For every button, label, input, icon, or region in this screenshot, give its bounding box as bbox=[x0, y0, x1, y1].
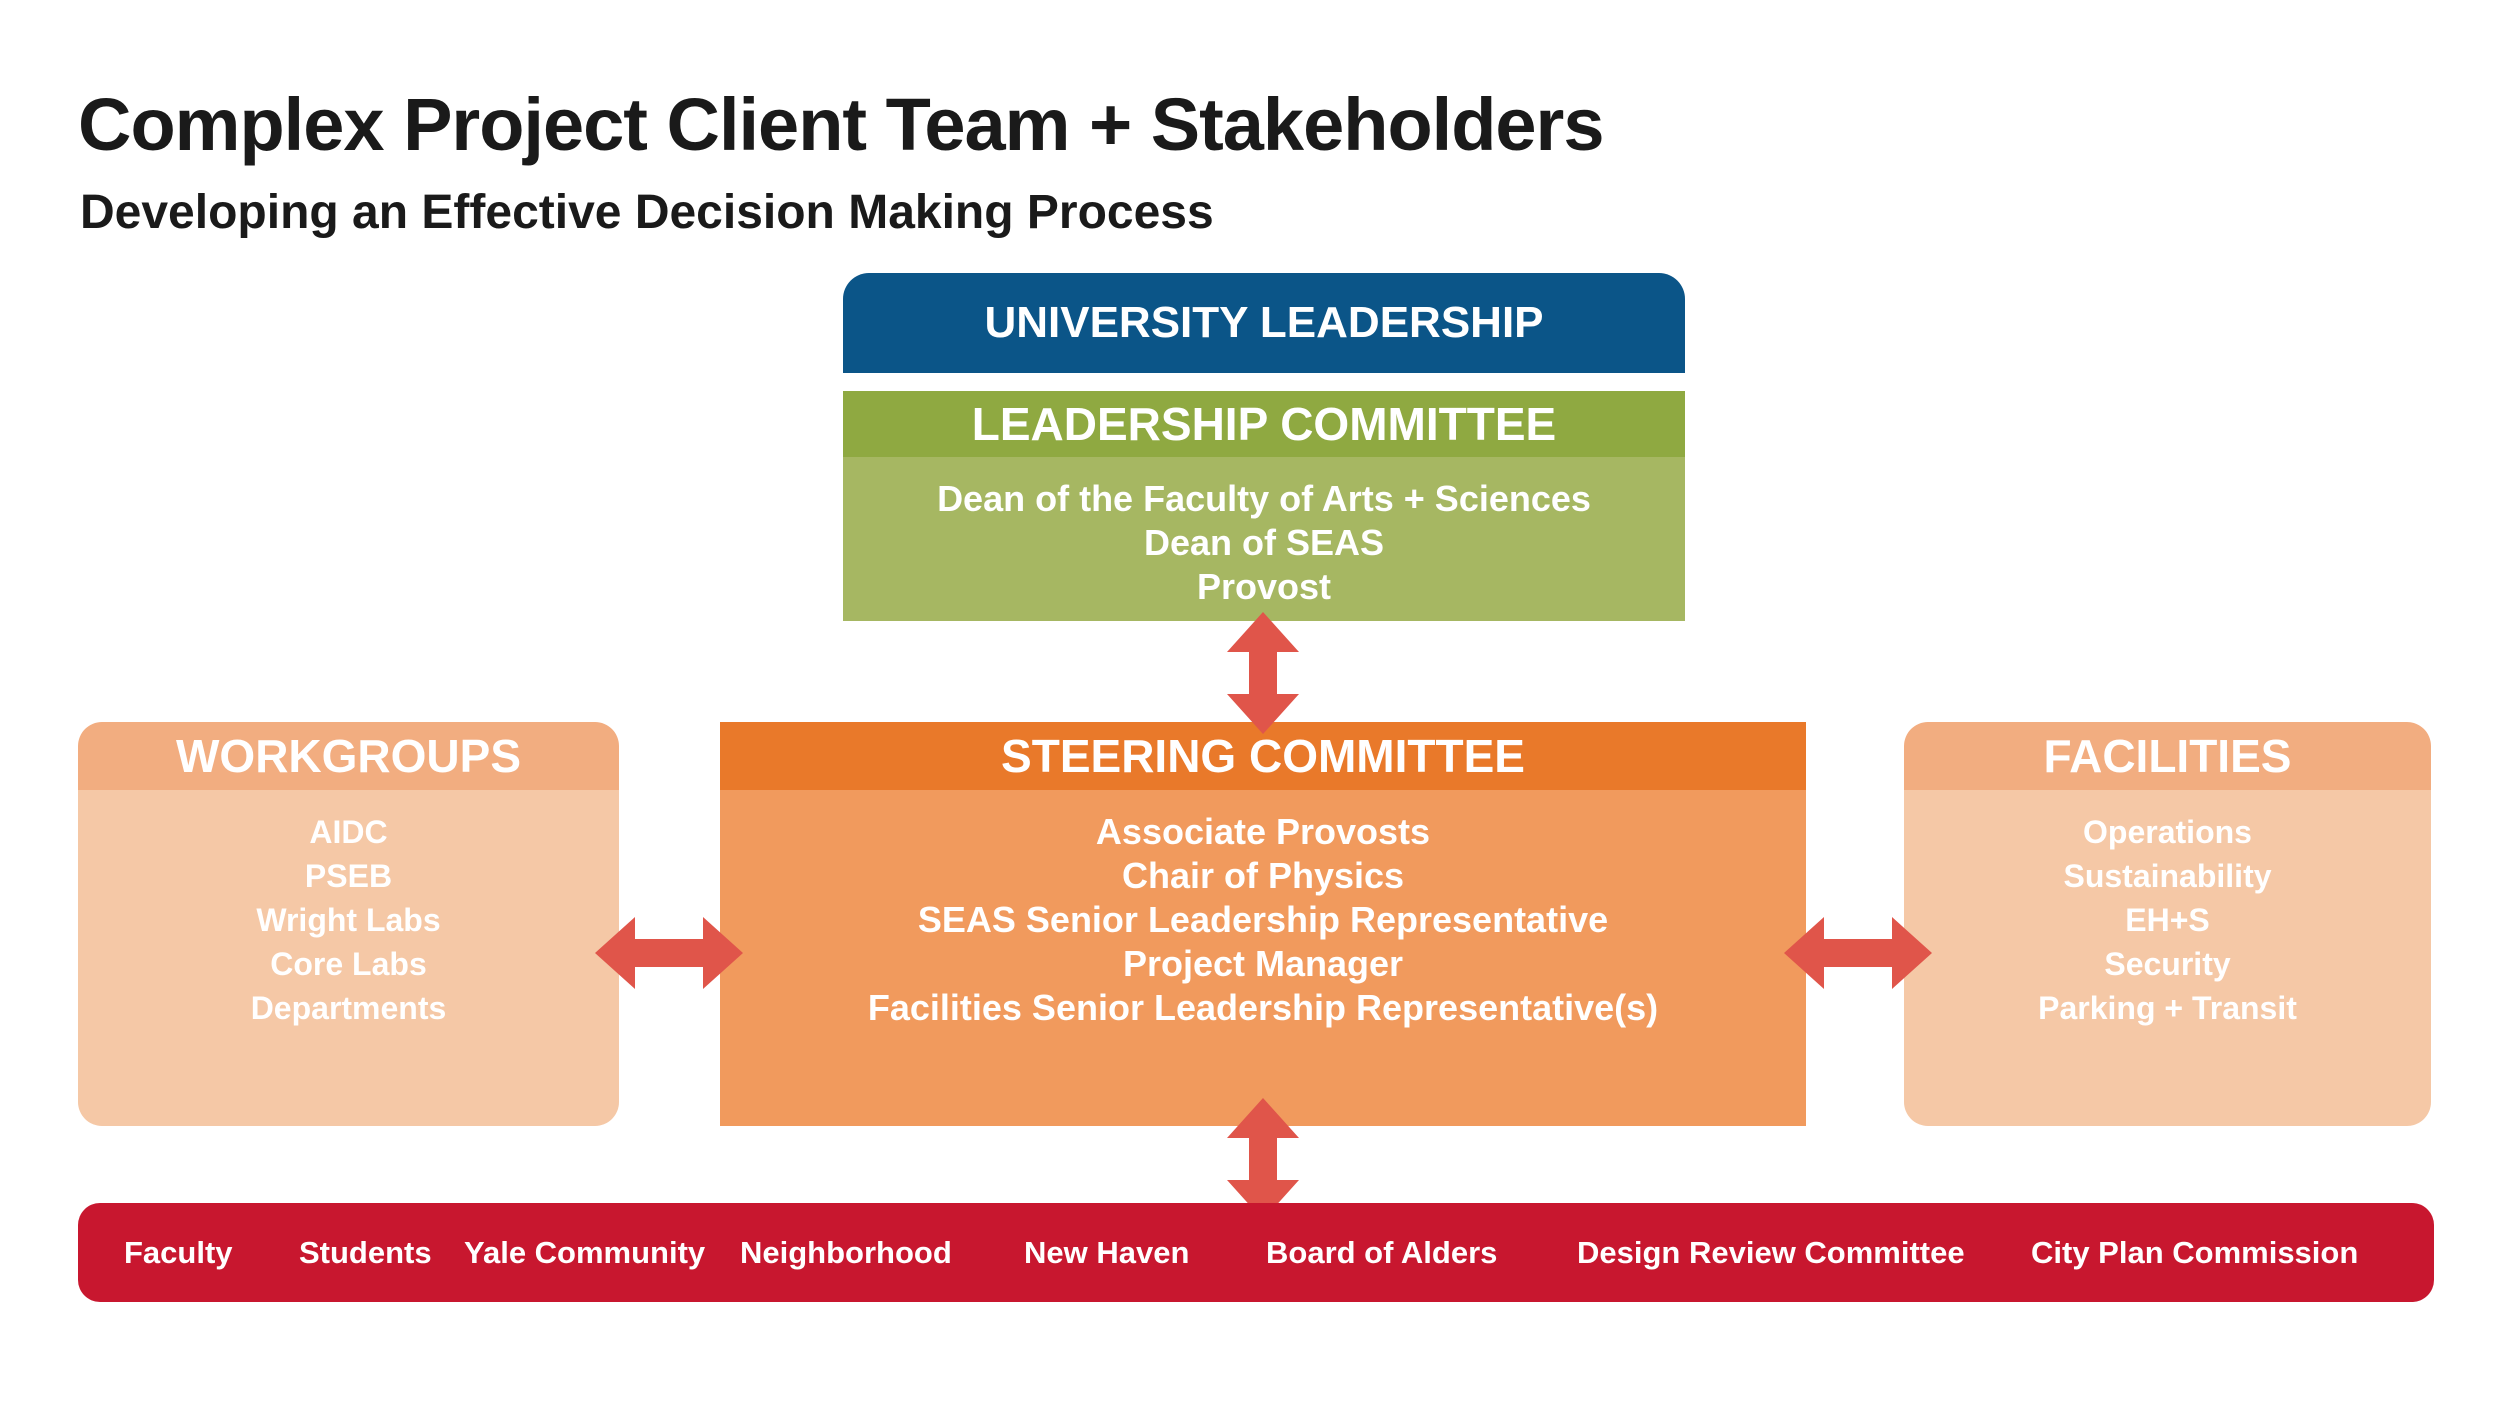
member-line: AIDC bbox=[309, 814, 388, 850]
stakeholder-item: Students bbox=[299, 1234, 432, 1270]
stakeholder-item: Design Review Committee bbox=[1577, 1234, 1965, 1270]
member-line: PSEB bbox=[304, 858, 393, 894]
member-line: Associate Provosts bbox=[1095, 811, 1431, 852]
stakeholder-bar: Faculty Students Yale Community Neighbor… bbox=[78, 1203, 2434, 1302]
leadership-committee-header: LEADERSHIP COMMITTEE bbox=[843, 391, 1685, 457]
member-line: Sustainability bbox=[2063, 858, 2272, 894]
stakeholder-item: Neighborhood bbox=[740, 1234, 952, 1270]
leadership-committee-members: Dean of the Faculty of Arts + Sciences D… bbox=[843, 457, 1685, 621]
member-line: Core Labs bbox=[270, 946, 427, 982]
member-line: Dean of SEAS bbox=[1143, 522, 1385, 563]
facilities-header: FACILITIES bbox=[1904, 722, 2431, 790]
member-line: Operations bbox=[2083, 814, 2252, 850]
university-leadership-label: UNIVERSITY LEADERSHIP bbox=[984, 298, 1544, 347]
stakeholder-item: Faculty bbox=[124, 1234, 233, 1270]
vertical-double-arrow-icon bbox=[1227, 612, 1299, 734]
university-leadership-box: UNIVERSITY LEADERSHIP bbox=[843, 273, 1685, 373]
stakeholder-item: New Haven bbox=[1024, 1234, 1190, 1270]
member-line: Project Manager bbox=[1122, 943, 1404, 984]
stakeholder-item: Board of Alders bbox=[1266, 1234, 1498, 1270]
page-subtitle: Developing an Effective Decision Making … bbox=[80, 186, 1214, 239]
horizontal-double-arrow-icon bbox=[1784, 917, 1932, 989]
member-line: SEAS Senior Leadership Representative bbox=[917, 899, 1609, 940]
steering-committee-members: Associate Provosts Chair of Physics SEAS… bbox=[720, 790, 1806, 1126]
member-line: Security bbox=[2104, 946, 2231, 982]
member-line: EH+S bbox=[2125, 902, 2210, 938]
member-line: Chair of Physics bbox=[1121, 855, 1405, 896]
steering-committee-label: STEERING COMMITTEE bbox=[1001, 730, 1525, 782]
page-title: Complex Project Client Team + Stakeholde… bbox=[78, 83, 1605, 166]
member-line: Wright Labs bbox=[256, 902, 441, 938]
member-line: Departments bbox=[250, 990, 447, 1026]
member-line: Provost bbox=[1196, 566, 1332, 607]
facilities-members: Operations Sustainability EH+S Security … bbox=[1904, 790, 2431, 1126]
vertical-double-arrow-icon bbox=[1227, 1098, 1299, 1220]
member-line: Dean of the Faculty of Arts + Sciences bbox=[937, 478, 1591, 519]
facilities-label: FACILITIES bbox=[2043, 730, 2292, 782]
workgroups-header: WORKGROUPS bbox=[78, 722, 619, 790]
workgroups-members: AIDC PSEB Wright Labs Core Labs Departme… bbox=[78, 790, 619, 1126]
member-line: Parking + Transit bbox=[2038, 990, 2297, 1026]
leadership-committee-label: LEADERSHIP COMMITTEE bbox=[971, 398, 1557, 450]
stakeholder-item: City Plan Commission bbox=[2031, 1234, 2359, 1270]
workgroups-label: WORKGROUPS bbox=[176, 730, 521, 782]
stakeholder-item: Yale Community bbox=[464, 1234, 706, 1270]
horizontal-double-arrow-icon bbox=[595, 917, 743, 989]
member-line: Facilities Senior Leadership Representat… bbox=[867, 987, 1659, 1028]
